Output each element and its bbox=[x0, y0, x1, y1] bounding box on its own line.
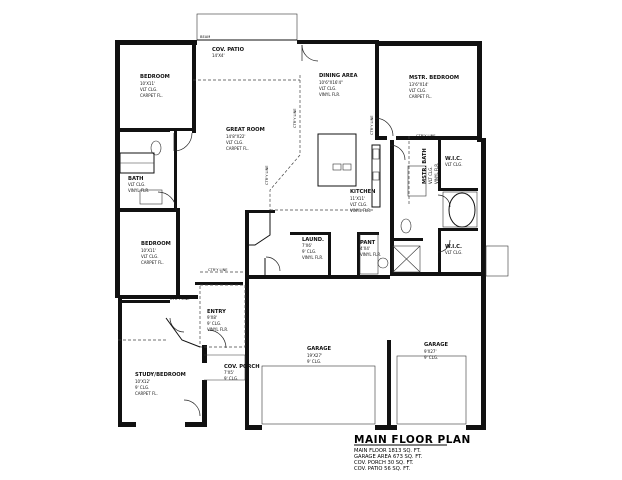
ceiling-line-notes: CTR'Y LINE CTR'Y LINE CTR'Y LINE CTR'Y L… bbox=[170, 108, 436, 301]
wic-bottom-label: W.I.C. bbox=[445, 244, 462, 250]
kitchen-label: KITCHEN bbox=[350, 189, 376, 195]
great-room-spec-1: 14'8"X22' bbox=[226, 134, 246, 139]
bedroom-top-label: BEDROOM bbox=[140, 74, 170, 80]
garage-left-spec-2: 9' CLG. bbox=[307, 359, 321, 364]
study-spec-3: CARPET FL. bbox=[135, 391, 158, 396]
door-swings bbox=[157, 44, 451, 417]
clg-line-note-2: CTR'Y LINE bbox=[265, 165, 269, 185]
pantry-spec-1: 4'X4' bbox=[360, 246, 370, 251]
entry-spec-3: VINYL FLR. bbox=[207, 327, 228, 332]
clg-line-note-4: CTR'Y LINE bbox=[416, 134, 436, 138]
master-bedroom-spec-3: CARPET FL. bbox=[409, 94, 432, 99]
master-bedroom-spec-1: 13'6"X14' bbox=[409, 82, 429, 87]
master-bath-spec-2: VINYL FLR. bbox=[434, 163, 439, 184]
study-spec-2: 9' CLG. bbox=[135, 385, 149, 390]
cov-porch-spec-2: 9' CLG. bbox=[224, 376, 238, 381]
clg-line-note-5: CTR'Y LINE bbox=[208, 268, 228, 272]
bedroom-top-spec-1: 10'X11' bbox=[140, 81, 155, 86]
garage-doors bbox=[261, 355, 467, 425]
kitchen-fixtures bbox=[317, 133, 389, 275]
bath-fixtures bbox=[119, 140, 509, 277]
pantry-spec-2: VINYL FLR. bbox=[360, 252, 381, 257]
plan-title: MAIN FLOOR PLAN bbox=[354, 434, 471, 446]
bath-spec-1: VLT CLG. bbox=[128, 182, 146, 187]
master-bedroom-label: MSTR. BEDROOM bbox=[409, 75, 459, 81]
area-note-main-floor: MAIN FLOOR 1813 SQ. FT. bbox=[354, 448, 421, 454]
entry-area-details bbox=[118, 211, 271, 381]
bedroom-mid-spec-2: VLT CLG. bbox=[141, 254, 159, 259]
bedroom-mid-spec-3: CARPET FL. bbox=[141, 260, 164, 265]
bedroom-mid-label: BEDROOM bbox=[141, 241, 171, 247]
master-bath-label: MSTR. BATH bbox=[422, 148, 428, 184]
laundry-spec-1: 7'X6' bbox=[302, 243, 312, 248]
pantry-label: PANT bbox=[360, 240, 376, 246]
kitchen-spec-3: VINYL FLR. bbox=[350, 208, 371, 213]
garage-left-spec-1: 19'X27' bbox=[307, 353, 322, 358]
cov-porch-label: COV. PORCH bbox=[224, 364, 260, 370]
clg-line-note-6: CTR'Y LINE bbox=[170, 297, 190, 301]
laundry-spec-3: VINYL FLR. bbox=[302, 255, 323, 260]
dining-label: DINING AREA bbox=[319, 73, 357, 79]
wic-top-label: W.I.C. bbox=[445, 156, 462, 162]
area-note-porch: COV. PORCH 30 SQ. FT. bbox=[354, 460, 414, 466]
exterior-walls bbox=[115, 40, 486, 430]
garage-left-label: GARAGE bbox=[307, 346, 332, 352]
kitchen-spec-1: 11'X11' bbox=[350, 196, 365, 201]
study-label: STUDY/BEDROOM bbox=[135, 372, 186, 378]
beam-label: BEAM bbox=[200, 35, 210, 39]
great-room-spec-2: VLT CLG. bbox=[226, 140, 244, 145]
cov-patio-size: 14'X4' bbox=[212, 53, 225, 58]
garage-right-label: GARAGE bbox=[424, 342, 449, 348]
ceiling-lines bbox=[193, 75, 410, 273]
room-labels: BEDROOM 10'X11' VLT CLG. CARPET FL. GREA… bbox=[128, 73, 463, 396]
dining-spec-2: VLT CLG. bbox=[319, 86, 337, 91]
master-bedroom-spec-2: VLT CLG. bbox=[409, 88, 427, 93]
cov-patio-label: COV. PATIO bbox=[212, 47, 245, 53]
study-spec-1: 10'X12' bbox=[135, 379, 150, 384]
great-room-label: GREAT ROOM bbox=[226, 127, 265, 133]
entry-spec-2: 9' CLG. bbox=[207, 321, 221, 326]
cov-porch-spec-1: 7'X5' bbox=[224, 370, 234, 375]
garage-right-spec-1: 9'X27' bbox=[424, 349, 437, 354]
clg-line-note-3: CTR'Y LINE bbox=[370, 115, 374, 135]
great-room-spec-3: CARPET FL. bbox=[226, 146, 249, 151]
kitchen-spec-2: VLT CLG. bbox=[350, 202, 368, 207]
entry-spec-1: 9'X8' bbox=[207, 315, 217, 320]
bedroom-top-spec-2: VLT CLG. bbox=[140, 87, 158, 92]
entry-label: ENTRY bbox=[207, 309, 226, 315]
dining-spec-1: 10'6"X16'4" bbox=[319, 80, 343, 85]
master-bath-spec-1: VLT CLG. bbox=[428, 166, 433, 184]
covered-patio-area: BEAM COV. PATIO 14'X4' bbox=[196, 13, 298, 58]
dining-spec-3: VINYL FLR. bbox=[319, 92, 340, 97]
clg-line-note-1: CTR'Y LINE bbox=[293, 108, 297, 128]
laundry-spec-2: 9' CLG. bbox=[302, 249, 316, 254]
laundry-label: LAUND. bbox=[302, 237, 324, 243]
bath-spec-2: VINYL FLR. bbox=[128, 188, 149, 193]
title-block: MAIN FLOOR PLAN MAIN FLOOR 1813 SQ. FT. … bbox=[354, 434, 471, 472]
bedroom-mid-spec-1: 10'X11' bbox=[141, 248, 156, 253]
area-note-garage: GARAGE AREA 673 SQ. FT. bbox=[354, 454, 423, 460]
bath-label: BATH bbox=[128, 176, 143, 182]
wic-bottom-spec: VLT CLG. bbox=[445, 250, 463, 255]
area-note-patio: COV. PATIO 56 SQ. FT. bbox=[354, 466, 411, 472]
garage-right-spec-2: 9' CLG. bbox=[424, 355, 438, 360]
wic-top-spec: VLT CLG. bbox=[445, 162, 463, 167]
bedroom-top-spec-3: CARPET FL. bbox=[140, 93, 163, 98]
